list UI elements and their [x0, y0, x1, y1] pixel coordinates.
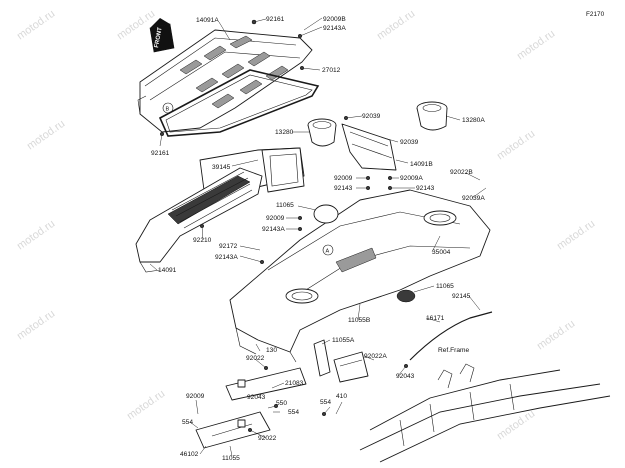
part-label: 46102	[180, 451, 199, 458]
part-label: 554	[320, 399, 331, 406]
cover-oval-small	[396, 289, 416, 303]
part-label: 11055	[222, 455, 240, 462]
part-label: 21083	[285, 380, 304, 387]
part-label: 92161	[151, 150, 170, 157]
ref-frame-label: Ref.Frame	[438, 347, 469, 354]
part-label: 92145	[452, 293, 471, 300]
part-label: 92039	[400, 139, 419, 146]
wire-harness	[409, 311, 493, 361]
part-label: 92009	[334, 175, 353, 182]
part-label: 92039A	[462, 195, 485, 202]
part-label: 35004	[432, 249, 451, 256]
fasteners	[159, 19, 409, 433]
part-label: 92143	[334, 185, 353, 192]
watermark-text: motod.ru	[15, 218, 57, 253]
part-label: 11065	[436, 283, 454, 290]
front-label: FRONT	[154, 27, 164, 49]
part-label: 92022	[258, 435, 277, 442]
dashboard-body: A	[229, 189, 491, 363]
part-label: 92022B	[450, 169, 473, 176]
watermark-text: motod.ru	[25, 118, 67, 153]
part-label: 554	[288, 409, 299, 416]
frame-reference	[359, 363, 611, 463]
part-label: 92143A	[215, 254, 238, 261]
part-label: 550	[276, 400, 287, 407]
part-label: 13280	[275, 129, 294, 136]
watermark-text: motod.ru	[15, 8, 57, 43]
center-bracket	[341, 123, 397, 171]
part-label: 92172	[219, 243, 238, 250]
lower-bracket-group	[195, 339, 369, 449]
part-label: 130	[266, 347, 277, 354]
part-label: 92143A	[262, 226, 285, 233]
part-label: 14091B	[410, 161, 433, 168]
cup-holder-left	[307, 118, 337, 147]
part-label: 11065	[276, 202, 294, 209]
part-label: 16171	[426, 315, 445, 322]
part-label: 92009B	[323, 16, 346, 23]
part-label: 27012	[322, 67, 341, 74]
part-label: 92043	[396, 373, 415, 380]
part-label: 92161	[266, 16, 285, 23]
watermark-text: motod.ru	[515, 28, 557, 63]
part-labels: 14091A 92161 92009B 92143A 27012 92161 9…	[151, 16, 485, 462]
part-label: 11055B	[348, 317, 371, 324]
part-label: 92143	[416, 185, 435, 192]
watermark-text: motod.ru	[535, 318, 577, 353]
part-label: 92143A	[323, 25, 346, 32]
part-label: 92022	[246, 355, 265, 362]
diagram-code: F2170	[586, 11, 605, 18]
watermark-text: motod.ru	[15, 308, 57, 343]
part-label: 39145	[212, 164, 231, 171]
part-label: 92039	[362, 113, 381, 120]
part-label: 92022A	[364, 353, 387, 360]
part-label: 11055A	[332, 337, 355, 344]
front-grille	[135, 167, 263, 273]
part-label: 92009	[186, 393, 205, 400]
watermark-text: motod.ru	[555, 218, 597, 253]
part-label: 14091A	[196, 17, 219, 24]
part-label: 92009A	[400, 175, 423, 182]
watermark-layer: motod.ru motod.ru motod.ru motod.ru moto…	[15, 8, 597, 443]
cover-oval	[313, 204, 339, 224]
seal-ring	[158, 69, 320, 137]
watermark-text: motod.ru	[115, 8, 157, 43]
watermark-text: motod.ru	[495, 128, 537, 163]
cup-holder-right	[416, 101, 448, 131]
front-arrow: FRONT	[149, 18, 175, 53]
part-label: 14091	[158, 267, 177, 274]
watermark-text: motod.ru	[125, 388, 167, 423]
part-label: 13280A	[462, 117, 485, 124]
part-label: 92210	[193, 237, 212, 244]
part-label: 410	[336, 393, 347, 400]
circle-a-label: A	[326, 249, 330, 255]
part-label: 92043	[247, 394, 266, 401]
circle-b-label: B	[166, 107, 170, 113]
part-label: 554	[182, 419, 193, 426]
watermark-text: motod.ru	[375, 8, 417, 43]
part-label: 92009	[266, 215, 285, 222]
